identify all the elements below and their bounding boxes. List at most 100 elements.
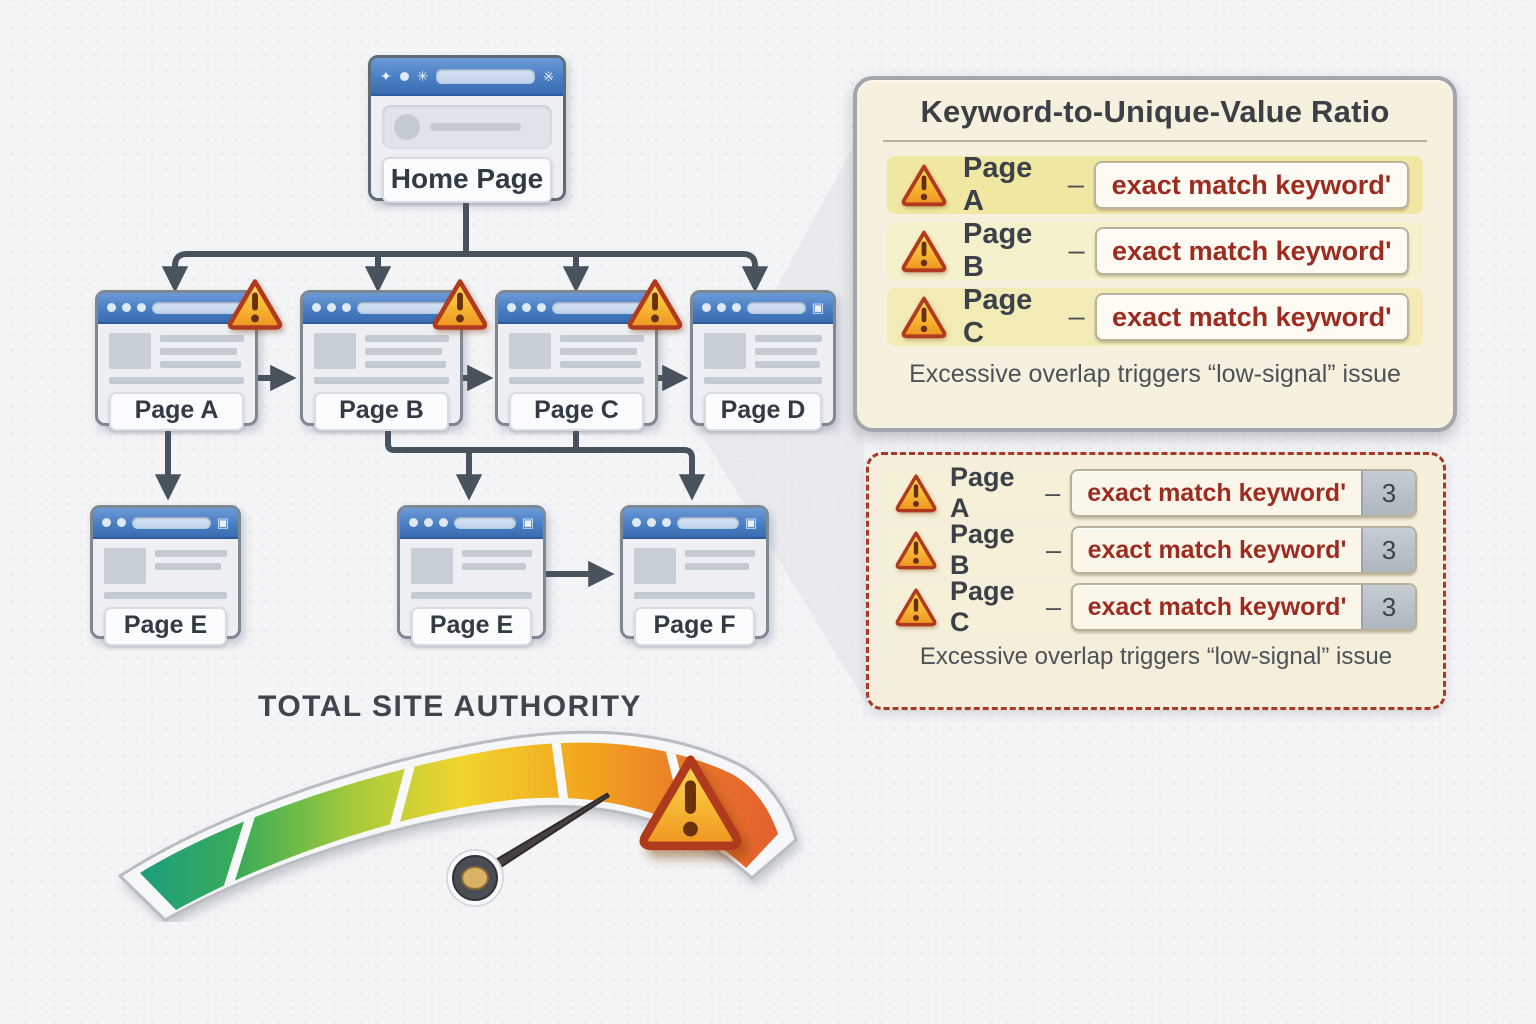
window-content: Home Page [371,96,563,211]
row-page-name: Page A [963,152,1033,217]
row-dash: – [1067,168,1084,201]
keyword-row-page-c: Page C – exact match keyword' [887,284,1423,349]
image-placeholder [634,548,676,584]
text-placeholder [155,548,227,584]
text-placeholder [560,333,644,369]
warning-icon [895,531,937,570]
row-page-name: Page C [963,284,1033,349]
window-dot [137,303,146,312]
row-dash: – [1045,477,1061,508]
keyword-count-row-page-b: Page B – exact match keyword' 3 [887,519,1425,580]
panel-footer-note: Excessive overlap triggers “low-signal” … [909,360,1401,388]
row-dash: – [1068,300,1085,333]
page-label: Page E [104,607,227,646]
window-urlbar [152,301,246,314]
window-dot [117,518,126,527]
keyword-count-box: exact match keyword' 3 [1070,583,1417,631]
warning-icon [432,277,488,331]
image-placeholder [509,333,551,369]
keyword-box: exact match keyword' [1094,293,1409,341]
image-placeholder [104,548,146,584]
gauge-needle [446,792,610,907]
window-content: Page C [498,324,655,439]
keyword-count-row-page-a: Page A – exact match keyword' 3 [887,462,1425,523]
row-page-name: Page C [950,576,1015,637]
count-badge: 3 [1361,528,1415,572]
window-glyph-diamond: ✦ [380,68,392,84]
keyword-count-box: exact match keyword' 3 [1070,469,1417,517]
window-titlebar: ✦ ✳ ※ [371,58,563,96]
text-placeholder [755,333,822,369]
window-urlbar [436,68,536,84]
window-urlbar [677,516,739,529]
page-label: Page C [509,392,644,431]
window-dot [342,303,351,312]
image-placeholder [704,333,746,369]
panel-title: Keyword-to-Unique-Value Ratio [920,94,1390,129]
row-page-name: Page B [950,519,1015,580]
browser-window-page-d: ▣ Page D [690,290,836,431]
page-label: Page F [634,607,755,646]
keyword-count-box: exact match keyword' 3 [1070,526,1417,574]
page-label: Home Page [382,157,552,203]
window-urlbar [552,301,646,314]
window-dot [662,518,671,527]
keyword-text: exact match keyword' [1087,478,1347,507]
keyword-text: exact match keyword' [1087,535,1347,564]
window-titlebar [98,293,255,324]
page-label: Page D [704,392,822,431]
text-placeholder [411,592,532,599]
row-dash: – [1045,591,1061,622]
window-content: Page B [303,324,460,439]
browser-window-page-b: Page B [300,290,463,431]
page-label: Page B [314,392,449,431]
window-menu-icon: ▣ [521,515,534,530]
window-dot [409,518,418,527]
browser-window-page-a: Page A [95,290,258,431]
warning-icon [627,277,683,331]
gauge-band [140,742,778,910]
window-dot [107,303,116,312]
window-menu-icon: ▣ [216,515,229,530]
row-page-name: Page A [950,462,1015,523]
page-label: Page E [411,607,532,646]
row-dash: – [1045,534,1061,565]
keyword-box: exact match keyword' [1093,161,1409,209]
window-urlbar [747,301,806,314]
warning-icon [901,230,947,273]
text-placeholder [462,548,532,584]
window-dot [632,518,641,527]
window-glyph-star: ✳ [416,68,429,84]
keyword-row-page-b: Page B – exact match keyword' [887,218,1423,283]
window-menu-icon: ▣ [744,515,757,530]
gauge-title: TOTAL SITE AUTHORITY [258,690,642,723]
avatar-placeholder [394,114,420,140]
browser-window-page-c: Page C [495,290,658,431]
image-placeholder [109,333,151,369]
window-dot [732,303,741,312]
image-placeholder [314,333,356,369]
window-urlbar [454,516,516,529]
browser-window-page-e2: ▣ Page E [397,505,546,646]
browser-window-page-e1: ▣ Page E [90,505,241,646]
window-titlebar: ▣ [93,508,238,539]
window-dot [702,303,711,312]
window-dot [507,303,516,312]
window-content: Page D [693,324,833,439]
window-dot [522,303,531,312]
window-urlbar [132,516,211,529]
window-dot [717,303,726,312]
low-signal-alert-panel: Page A – exact match keyword' 3 Page B –… [866,452,1446,710]
keyword-count-row-page-c: Page C – exact match keyword' 3 [887,576,1425,637]
text-placeholder [365,333,449,369]
window-dot [122,303,131,312]
text-placeholder [704,377,822,384]
window-menu-icon: ▣ [811,300,824,315]
keyword-row-page-a: Page A – exact match keyword' [887,152,1423,217]
window-urlbar [357,301,451,314]
text-placeholder [314,377,449,384]
window-dot [312,303,321,312]
text-placeholder [634,592,755,599]
panel-footer-note: Excessive overlap triggers “low-signal” … [919,643,1393,670]
